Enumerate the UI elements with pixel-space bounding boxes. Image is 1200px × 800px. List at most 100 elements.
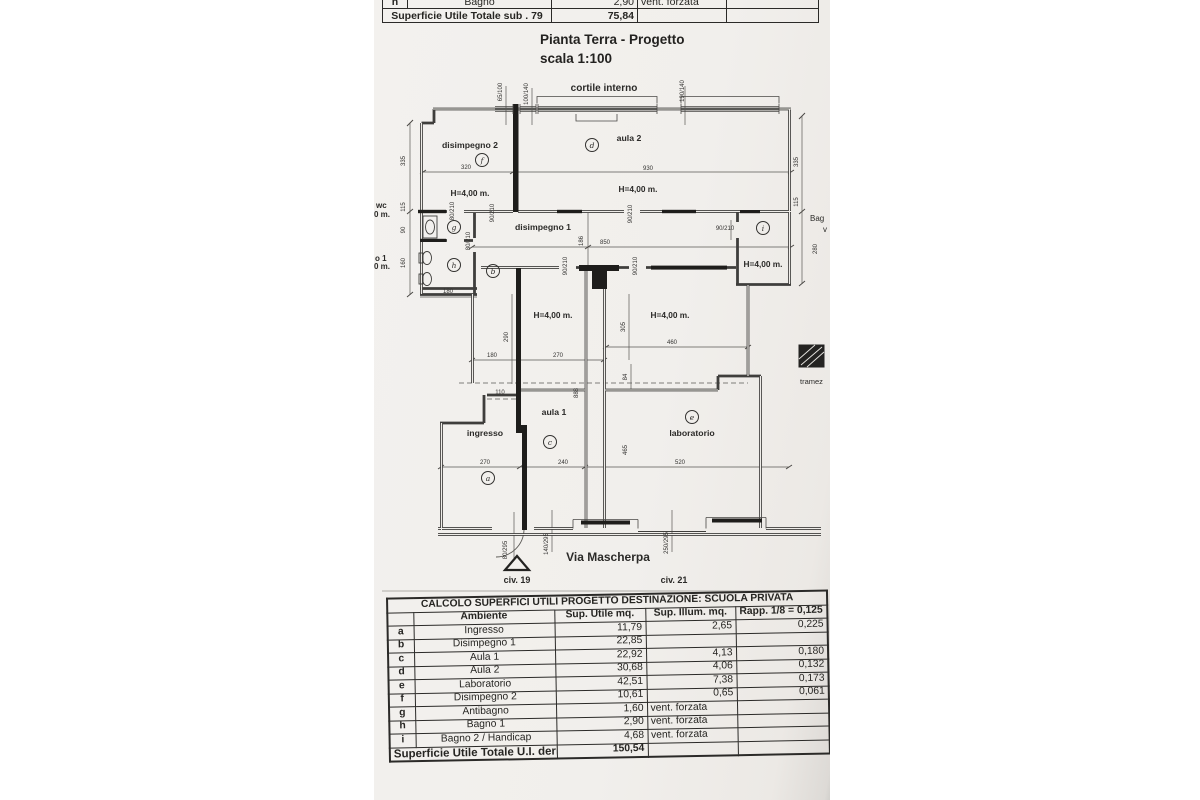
cut-label: o 1 xyxy=(375,254,387,263)
row-letter: f xyxy=(388,693,416,708)
toilet-icon xyxy=(422,251,432,265)
dim-label: 110 xyxy=(495,390,505,396)
room-letter: g xyxy=(452,223,457,232)
empty-cell xyxy=(726,8,819,23)
bearing-walls xyxy=(418,104,762,530)
legend-label: tramez xyxy=(800,377,823,386)
dim-label: 84 xyxy=(623,373,629,380)
dim-label: 180 xyxy=(487,353,498,359)
room-letter-circles xyxy=(447,138,770,485)
toilet-tank-icon xyxy=(418,273,424,285)
room-letter: d xyxy=(590,141,595,150)
dim-label: 240 xyxy=(558,460,569,466)
room-label: aula 1 xyxy=(542,407,567,417)
dim-label: 465 xyxy=(623,444,629,455)
dim-label: 270 xyxy=(480,460,491,466)
civic-number-label: civ. 21 xyxy=(661,575,688,585)
toilet-icon xyxy=(422,272,432,286)
dim-label: 140/295 xyxy=(544,533,550,555)
dim-label: 850 xyxy=(600,240,611,246)
dim-label: 115 xyxy=(401,202,407,212)
drawing-title-block: Pianta Terra - Progetto scala 1:100 xyxy=(540,30,685,68)
row-letter: c xyxy=(388,652,415,667)
dim-label: 280 xyxy=(813,243,819,254)
dim-label: 290 xyxy=(504,331,510,342)
sink-basin-icon xyxy=(425,219,435,235)
room-letter: b xyxy=(491,267,496,276)
courtyard-label: cortile interno xyxy=(571,83,638,94)
height-label: H=4,00 m. xyxy=(534,310,573,320)
total-value: 75,84 xyxy=(551,8,638,23)
room-label: aula 2 xyxy=(617,133,642,143)
room-letter: a xyxy=(486,474,490,483)
room-letter: e xyxy=(690,413,695,422)
total-label: Superficie Utile Totale U.I. derivata xyxy=(389,744,557,762)
sink-icon xyxy=(422,215,438,239)
cut-label: wc xyxy=(375,201,387,210)
dim-label: 90 xyxy=(401,226,407,233)
top-table-fragment: h Bagno 2,90 vent. forzata Superficie Ut… xyxy=(382,0,819,23)
windows xyxy=(495,96,780,529)
room-letter: h xyxy=(452,261,457,270)
street-label: Via Mascherpa xyxy=(566,550,650,564)
room-label: laboratorio xyxy=(669,428,714,438)
dim-label: 520 xyxy=(675,460,686,466)
plan-labels: cortile interno disimpegno 2 aula 2 disi… xyxy=(374,83,827,585)
empty-cell xyxy=(647,741,738,757)
height-label: H=4,00 m. xyxy=(619,184,658,194)
dim-label: 115 xyxy=(794,197,800,207)
calc-table: CALCOLO SUPERFICI UTILI PROGETTO DESTINA… xyxy=(386,589,830,763)
total-value: 150,54 xyxy=(556,742,648,759)
empty-cell xyxy=(737,739,830,756)
dim-label: 65/100 xyxy=(498,82,504,101)
col-header xyxy=(387,612,414,627)
row-letter: a xyxy=(387,625,414,640)
door-dim-label: 90/210 xyxy=(563,256,569,275)
row-letter: g xyxy=(389,706,416,721)
dimension-lines xyxy=(382,86,824,592)
dim-label: 180 xyxy=(443,289,454,295)
dim-label: 335 xyxy=(401,155,407,166)
dim-label: 186 xyxy=(579,235,585,246)
height-label: H=4,00 m. xyxy=(651,310,690,320)
door-dim-label: 90/210 xyxy=(628,204,634,223)
page-title: Pianta Terra - Progetto xyxy=(540,32,685,47)
door-dim-label: 90/210 xyxy=(490,203,496,222)
dim-label: 250/295 xyxy=(664,532,670,554)
row-letter: d xyxy=(388,666,415,681)
height-label: H=4,00 m. xyxy=(451,188,490,198)
cut-label: 0 m. xyxy=(374,262,390,271)
door-dim-label: 90/210 xyxy=(716,226,735,232)
room-letter: c xyxy=(548,438,553,447)
row-letter: b xyxy=(387,639,415,654)
legend-swatch xyxy=(798,344,825,368)
cut-label: v xyxy=(823,225,827,234)
dim-label: 190/140 xyxy=(680,80,686,102)
room-letter: f xyxy=(480,156,485,165)
dim-label: 270 xyxy=(553,353,564,359)
row-letter: h xyxy=(389,720,416,735)
room-label: disimpegno 1 xyxy=(515,222,571,232)
floor-plan-drawing: cortile interno disimpegno 2 aula 2 disi… xyxy=(374,80,827,592)
dim-label: 320 xyxy=(461,165,472,171)
row-letter: e xyxy=(388,679,415,694)
total-label: Superficie Utile Totale sub . 79 xyxy=(382,8,552,23)
room-letters: f d g h b i c e a xyxy=(452,141,765,483)
dim-label: 335 xyxy=(794,156,800,167)
toilet-tank-icon xyxy=(418,252,424,264)
room-label: ingresso xyxy=(467,428,503,438)
dim-label: 930 xyxy=(643,166,654,172)
fixtures xyxy=(418,215,532,572)
dim-label: 888 xyxy=(574,387,580,398)
height-label: H=4,00 m. xyxy=(744,259,783,269)
room-label: disimpegno 2 xyxy=(442,140,498,150)
walls xyxy=(418,107,821,536)
dim-label: 80/295 xyxy=(503,540,509,559)
cut-label: 0 m. xyxy=(374,210,390,219)
door-dim-label: 80/210 xyxy=(450,201,456,220)
dim-label: 460 xyxy=(667,340,678,346)
dim-label: 100/140 xyxy=(524,83,530,105)
cut-label: Bag xyxy=(810,214,824,223)
door-dim-label: 80/210 xyxy=(466,231,472,250)
